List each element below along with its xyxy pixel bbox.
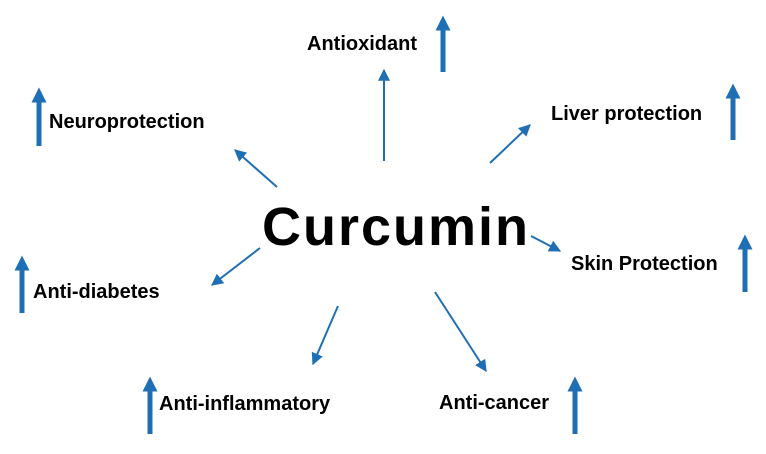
effect-label-anti-diabetes: Anti-diabetes [33,281,160,303]
arrow-to-liver-protection [489,124,531,164]
arrow-to-skin-protection [530,235,562,252]
effect-label-antioxidant: Antioxidant [307,33,417,55]
effect-label-skin-protection: Skin Protection [571,253,718,275]
arrow-to-neuroprotection [234,149,278,188]
effect-label-anti-cancer: Anti-cancer [439,392,549,414]
arrow-to-anti-inflammatory [311,305,339,366]
effect-label-neuroprotection: Neuroprotection [49,111,205,133]
center-title: Curcumin [262,197,530,257]
arrow-to-anti-cancer [434,291,487,373]
arrow-to-anti-diabetes [211,247,261,286]
radial-arrows [211,68,562,373]
effect-label-liver-protection: Liver protection [551,103,702,125]
effect-label-anti-inflammatory: Anti-inflammatory [159,393,331,415]
increase-indicators [14,15,753,434]
effect-labels: Antioxidant Neuroprotection Liver protec… [33,33,718,415]
